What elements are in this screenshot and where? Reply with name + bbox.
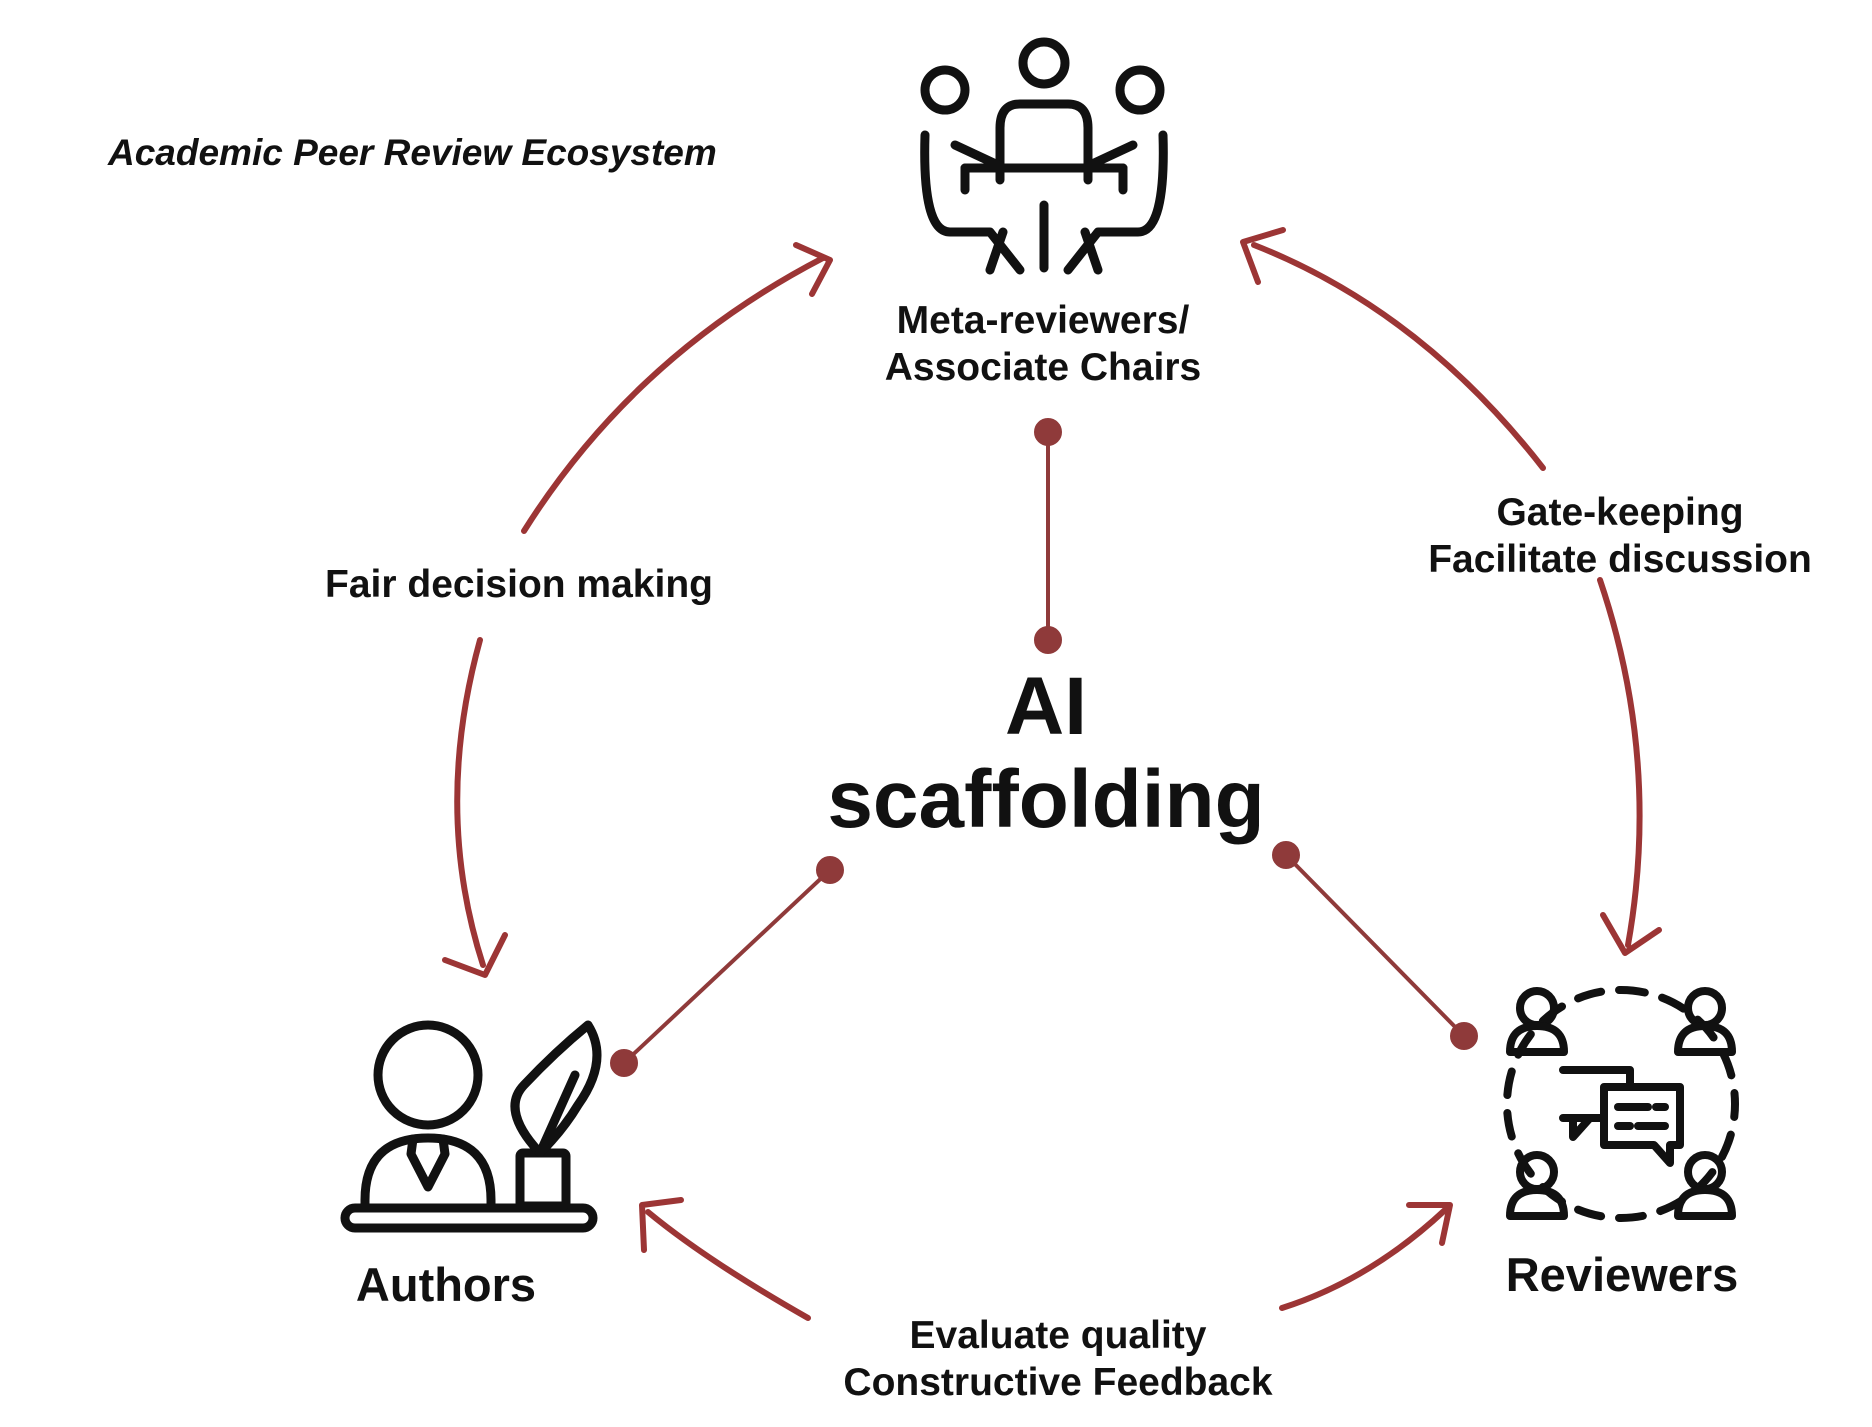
connector-meta-dot-inner [1034, 626, 1062, 654]
arrowhead-reviewers-to-authors [639, 1197, 684, 1253]
connector-reviewers-dot-inner [1272, 841, 1300, 869]
arrow-authors-to-meta [521, 255, 826, 534]
connector-authors-dot-outer [610, 1049, 638, 1077]
connector-authors-dot-inner [816, 856, 844, 884]
arrow-reviewers-to-meta [1251, 242, 1546, 471]
reviewer-person-icon [1674, 987, 1736, 1056]
reviewer-group-discussion-icon [1503, 986, 1739, 1222]
edge-label-evaluate-quality: Evaluate quality Constructive Feedback [843, 1313, 1272, 1407]
meta-reviewers-label-line1: Meta-reviewers/ [896, 299, 1190, 342]
edge-label-evaluate-quality-line2: Constructive Feedback [843, 1360, 1273, 1404]
cycle-arrows [442, 227, 1662, 1321]
meta-reviewers-label: Meta-reviewers/ Associate Chairs [885, 298, 1201, 392]
edge-label-fair-decision: Fair decision making [325, 563, 713, 606]
ai-scaffolding-line2: scaffolding [827, 754, 1265, 846]
reviewer-person-icon [1506, 987, 1568, 1056]
edge-label-evaluate-quality-line1: Evaluate quality [909, 1314, 1207, 1357]
diagram-title: Academic Peer Review Ecosystem [108, 132, 717, 173]
arrow-meta-to-reviewers [1597, 577, 1643, 948]
authors-label: Authors [355, 1258, 537, 1311]
reviewer-person-icon [1674, 1151, 1736, 1220]
edge-label-gatekeeping: Gate-keeping Facilitate discussion [1428, 490, 1812, 584]
arrowhead-meta-to-reviewers [1600, 912, 1662, 956]
connector-reviewers-line [1284, 853, 1466, 1038]
arrow-reviewers-to-authors [645, 1209, 811, 1321]
reviewers-label: Reviewers [1505, 1248, 1739, 1301]
arrowhead-meta-to-authors [442, 932, 508, 978]
arrowhead-authors-to-reviewers [1406, 1202, 1453, 1246]
arrowhead-reviewers-to-meta [1240, 227, 1286, 285]
chat-bubbles-icon [1559, 1066, 1684, 1167]
connector-reviewers-dot-outer [1450, 1022, 1478, 1050]
ai-scaffolding-label: AI scaffolding [827, 660, 1264, 847]
arrow-authors-to-reviewers [1279, 1207, 1448, 1311]
ai-connectors [610, 418, 1478, 1077]
arrow-meta-to-authors [454, 637, 486, 968]
meeting-table-icon [920, 37, 1168, 275]
author-desk-quill-icon [340, 1020, 602, 1233]
connector-authors-line [622, 868, 832, 1065]
arrowhead-authors-to-meta [793, 242, 833, 297]
ai-scaffolding-line1: AI [1004, 661, 1087, 752]
meta-reviewers-label-line2: Associate Chairs [884, 345, 1202, 389]
edge-label-gatekeeping-line1: Gate-keeping [1496, 491, 1744, 534]
edge-label-gatekeeping-line2: Facilitate discussion [1428, 537, 1812, 581]
connector-meta-dot-outer [1034, 418, 1062, 446]
reviewer-person-icon [1506, 1151, 1568, 1220]
